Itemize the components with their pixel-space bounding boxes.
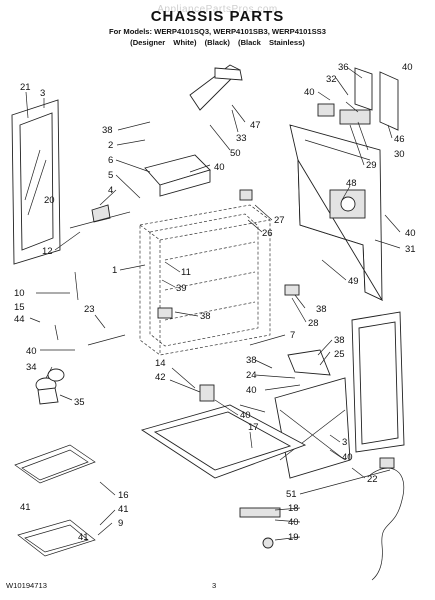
callout-30: 30	[394, 149, 405, 160]
callout-38e: 38	[246, 355, 257, 366]
callout-19: 19	[288, 532, 299, 543]
callout-42: 42	[155, 372, 166, 383]
callout-34: 34	[26, 362, 37, 373]
callout-20: 20	[44, 195, 55, 206]
callout-labels: 21 3 20 38 2 6 5 4 12 1 10 15 44 23 40 3…	[14, 62, 416, 543]
page-number: 3	[212, 581, 217, 590]
callout-9: 9	[118, 518, 123, 529]
callout-27: 27	[274, 215, 285, 226]
door-panel-left	[11, 99, 61, 265]
callout-7: 7	[290, 330, 295, 341]
top-bracket	[317, 67, 399, 131]
callout-40e: 40	[214, 162, 225, 173]
document-number: W10194713	[6, 581, 47, 590]
callout-33: 33	[236, 133, 247, 144]
models-line: For Models: WERP4101SQ3, WERP4101SB3, WE…	[109, 27, 326, 36]
callout-40i: 40	[288, 517, 299, 528]
callout-14: 14	[155, 358, 166, 369]
callout-24: 24	[246, 370, 257, 381]
callout-41b: 41	[20, 502, 31, 513]
callout-50: 50	[230, 148, 241, 159]
callout-48: 48	[346, 178, 357, 189]
knob-assembly	[35, 368, 65, 405]
callout-36: 36	[338, 62, 349, 73]
callout-28: 28	[308, 318, 319, 329]
power-cord	[369, 457, 405, 581]
callout-4: 4	[108, 185, 113, 196]
callout-40h: 40	[342, 452, 353, 463]
door-panel-right	[351, 311, 405, 453]
callout-10: 10	[14, 288, 25, 299]
callout-40d: 40	[304, 87, 315, 98]
callout-51: 51	[286, 489, 297, 500]
callout-1: 1	[112, 265, 117, 276]
callout-6: 6	[108, 155, 113, 166]
callout-41c: 41	[78, 532, 89, 543]
callout-3: 3	[40, 88, 45, 99]
variants-line: (Designer White) (Black) (Black Stainles…	[130, 38, 305, 47]
callout-16: 16	[118, 490, 129, 501]
page-title: CHASSIS PARTS	[150, 8, 285, 25]
callout-35: 35	[74, 397, 85, 408]
callout-17: 17	[248, 422, 259, 433]
callout-22: 22	[367, 474, 378, 485]
lower-element	[17, 519, 96, 557]
callout-40c: 40	[402, 62, 413, 73]
drawer-tray	[140, 404, 307, 479]
oven-cavity	[139, 204, 271, 356]
bottom-panel	[274, 377, 351, 479]
callout-49: 49	[348, 276, 359, 287]
leader-lines	[25, 67, 401, 541]
bake-element	[14, 444, 96, 484]
callout-12: 12	[42, 246, 53, 257]
callout-40g: 40	[246, 385, 257, 396]
callout-5: 5	[108, 170, 113, 181]
callout-32: 32	[326, 74, 337, 85]
callout-46: 46	[394, 134, 405, 145]
callout-31: 31	[405, 244, 416, 255]
hinge-parts	[54, 189, 331, 549]
callout-15: 15	[14, 302, 25, 313]
callout-38: 38	[102, 125, 113, 136]
callout-38c: 38	[316, 304, 327, 315]
control-box	[144, 154, 211, 197]
callout-25: 25	[334, 349, 345, 360]
callout-44: 44	[14, 314, 25, 325]
callout-39: 39	[176, 283, 187, 294]
back-panel	[289, 124, 384, 302]
callout-11: 11	[181, 267, 191, 278]
callout-38d: 38	[334, 335, 345, 346]
callout-18: 18	[288, 503, 299, 514]
callout-26: 26	[262, 228, 273, 239]
callout-21: 21	[20, 82, 31, 93]
callout-3b: 3	[342, 437, 347, 448]
callout-38b: 38	[200, 311, 211, 322]
callout-41: 41	[118, 504, 129, 515]
vent-bracket	[189, 64, 243, 111]
callout-23: 23	[84, 304, 95, 315]
watermark: AppliancePartsPros.com	[157, 4, 278, 15]
callout-40: 40	[26, 346, 37, 357]
callout-47: 47	[250, 120, 261, 131]
callout-40b: 40	[240, 410, 251, 421]
callout-2: 2	[108, 140, 113, 151]
callout-29: 29	[366, 160, 377, 171]
callout-40f: 40	[405, 228, 416, 239]
